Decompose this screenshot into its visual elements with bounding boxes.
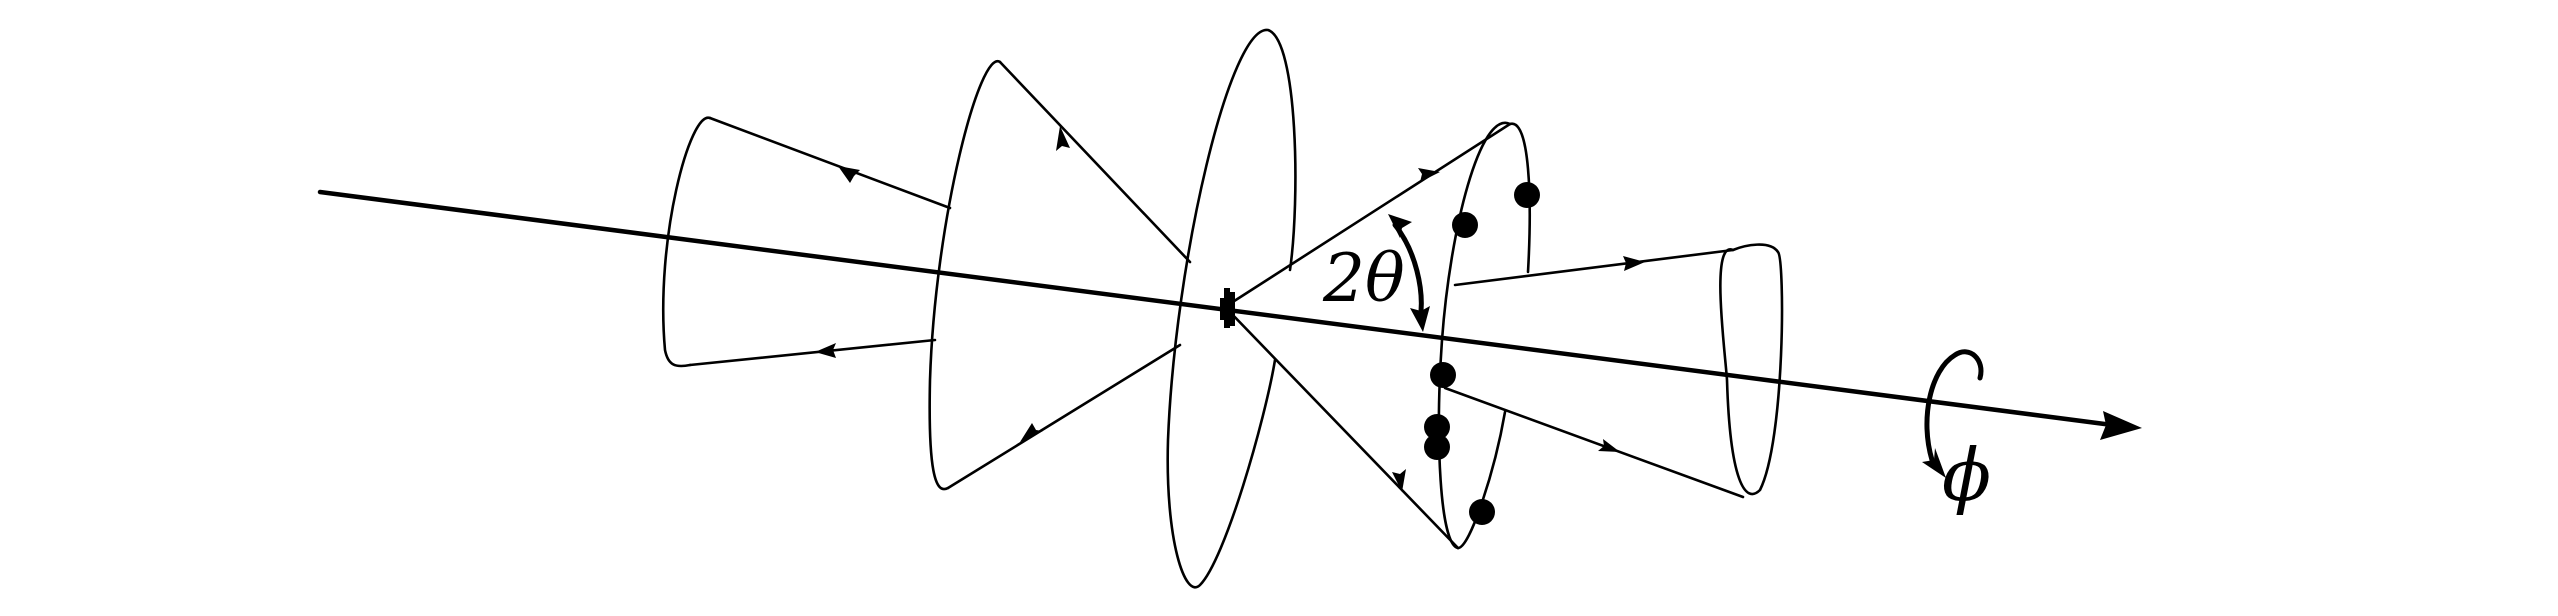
arrow-back-far-lower xyxy=(815,343,836,358)
arrow-back-near-lower xyxy=(1020,423,1043,442)
azimuth-label: ϕ xyxy=(1942,433,1991,517)
dot-3 xyxy=(1430,362,1456,388)
angle-arrow-bottom xyxy=(1410,306,1430,332)
dot-1 xyxy=(1452,212,1478,238)
scattering-center xyxy=(1220,288,1235,328)
cone-forward-near xyxy=(1226,121,1540,550)
dot-4 xyxy=(1424,414,1450,440)
angle-label: 2θ xyxy=(1322,240,1405,317)
azimuth-arrow xyxy=(1922,448,1946,478)
dot-2 xyxy=(1514,182,1540,208)
cone-back-far xyxy=(661,116,952,368)
arrow-back-near-upper xyxy=(1056,126,1070,151)
arrow-forward-near-upper xyxy=(1418,168,1440,182)
angle-2theta-marker: 2θ xyxy=(1322,214,1430,332)
dot-6 xyxy=(1469,499,1495,525)
dot-5 xyxy=(1424,434,1450,460)
arrow-forward-far-upper xyxy=(1623,256,1645,271)
cone-back-near xyxy=(928,59,1192,491)
scattering-plane-disk xyxy=(1166,28,1297,589)
arrow-forward-near-lower xyxy=(1392,469,1406,492)
arrow-back-far-upper xyxy=(838,166,860,183)
arrow-forward-far-lower xyxy=(1598,439,1620,452)
azimuth-rotation-marker: ϕ xyxy=(1922,349,1991,517)
beam-axis-arrowhead xyxy=(2100,411,2142,440)
angle-arrow-top xyxy=(1388,214,1412,238)
cone-forward-far xyxy=(1443,243,1784,499)
